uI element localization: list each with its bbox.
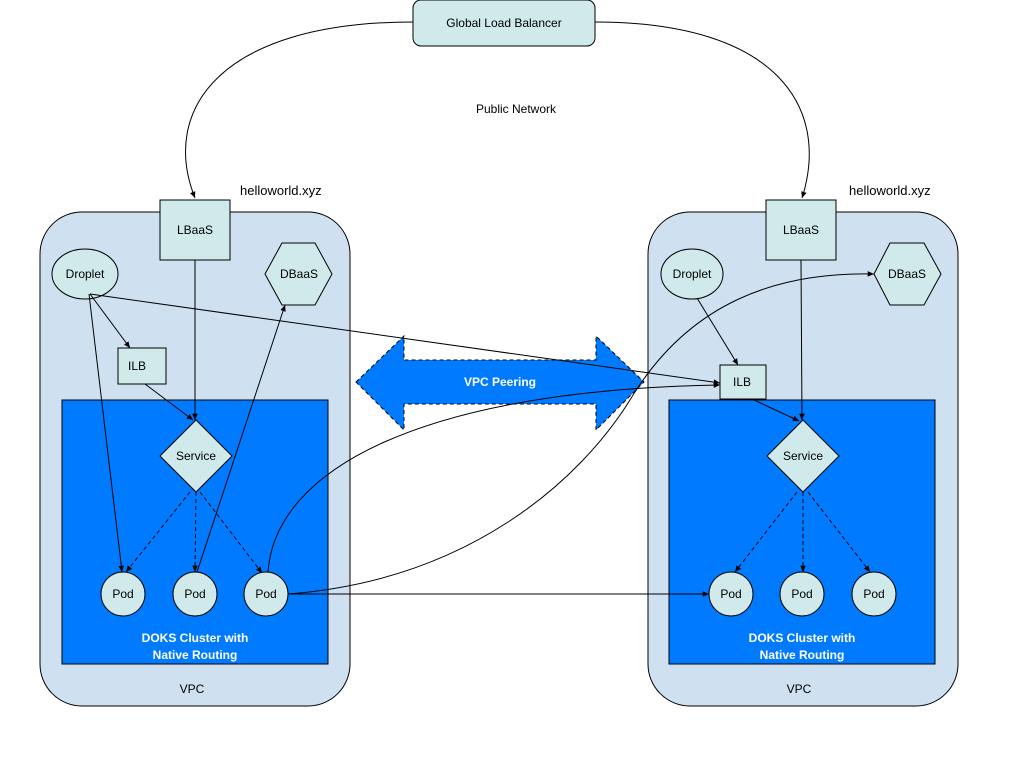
edge-right-ilb-to-service: [751, 398, 800, 422]
left-cluster-label-1: DOKS Cluster with: [142, 631, 249, 645]
edge-left-pod2-to-dbaas: [196, 304, 286, 573]
right-pod-2-label: Pod: [791, 587, 812, 601]
left-domain-label: helloworld.xyz: [240, 183, 322, 198]
left-ilb-label: ILB: [128, 359, 146, 373]
global-load-balancer: [412, 0, 596, 47]
right-pod-1-label: Pod: [720, 587, 741, 601]
right-cluster-label-2: Native Routing: [760, 648, 845, 662]
right-droplet-label: Droplet: [673, 267, 712, 281]
left-pod-1: [100, 571, 146, 617]
edge-left-pod3-to-right-ilb: [267, 382, 721, 573]
edge-left-droplet-to-right-ilb: [89, 293, 721, 385]
right-ilb: [719, 364, 767, 400]
left-pod-2-label: Pod: [184, 587, 205, 601]
edge-right-service-to-pod3: [807, 491, 871, 573]
left-lbaas-label: LBaaS: [177, 223, 213, 237]
right-dbaas: [873, 242, 942, 306]
left-vpc-label: VPC: [180, 682, 205, 696]
edge-glb-to-left-lbaas: [185, 21, 414, 199]
left-pod-3-label: Pod: [255, 587, 276, 601]
right-dbaas-label: DBaaS: [888, 267, 926, 281]
edge-left-droplet-to-ilb: [89, 293, 131, 349]
right-pod-3-label: Pod: [863, 587, 884, 601]
right-droplet: [660, 248, 724, 300]
left-pod-1-label: Pod: [112, 587, 133, 601]
edge-left-service-to-pod2: [192, 491, 198, 573]
right-cluster-label-1: DOKS Cluster with: [749, 631, 856, 645]
edge-left-droplet-to-pod1: [88, 293, 125, 573]
edge-left-service-to-pod3: [199, 491, 263, 574]
left-cluster-label-2: Native Routing: [153, 648, 238, 662]
left-lbaas: [159, 199, 231, 261]
public-network-label: Public Network: [476, 102, 557, 116]
right-lbaas-label: LBaaS: [783, 223, 819, 237]
right-pod-2: [779, 571, 825, 617]
left-dbaas-label: DBaaS: [280, 267, 318, 281]
global-lb-label: Global Load Balancer: [446, 16, 561, 30]
edge-right-droplet-to-ilb: [696, 297, 739, 366]
edge-left-ilb-to-service: [144, 383, 194, 421]
edge-right-service-to-pod1: [734, 491, 798, 573]
edge-glb-to-right-lbaas: [594, 21, 810, 199]
left-ilb: [117, 347, 167, 385]
left-service-label: Service: [176, 449, 216, 463]
right-ilb-label: ILB: [733, 375, 751, 389]
edge-left-pod3-to-right-dbaas: [287, 271, 875, 595]
vpc-peering-label: VPC Peering: [464, 375, 536, 389]
edge-right-lbaas-to-service: [799, 259, 805, 421]
right-domain-label: helloworld.xyz: [849, 183, 931, 198]
right-lbaas: [765, 199, 837, 261]
right-service-label: Service: [783, 449, 823, 463]
vpc-peering-arrow: [355, 334, 645, 432]
left-droplet-label: Droplet: [66, 267, 105, 281]
edge-left-service-to-pod1: [125, 491, 191, 573]
left-droplet: [51, 248, 119, 300]
right-vpc-label: VPC: [787, 682, 812, 696]
right-pod-3: [851, 571, 897, 617]
